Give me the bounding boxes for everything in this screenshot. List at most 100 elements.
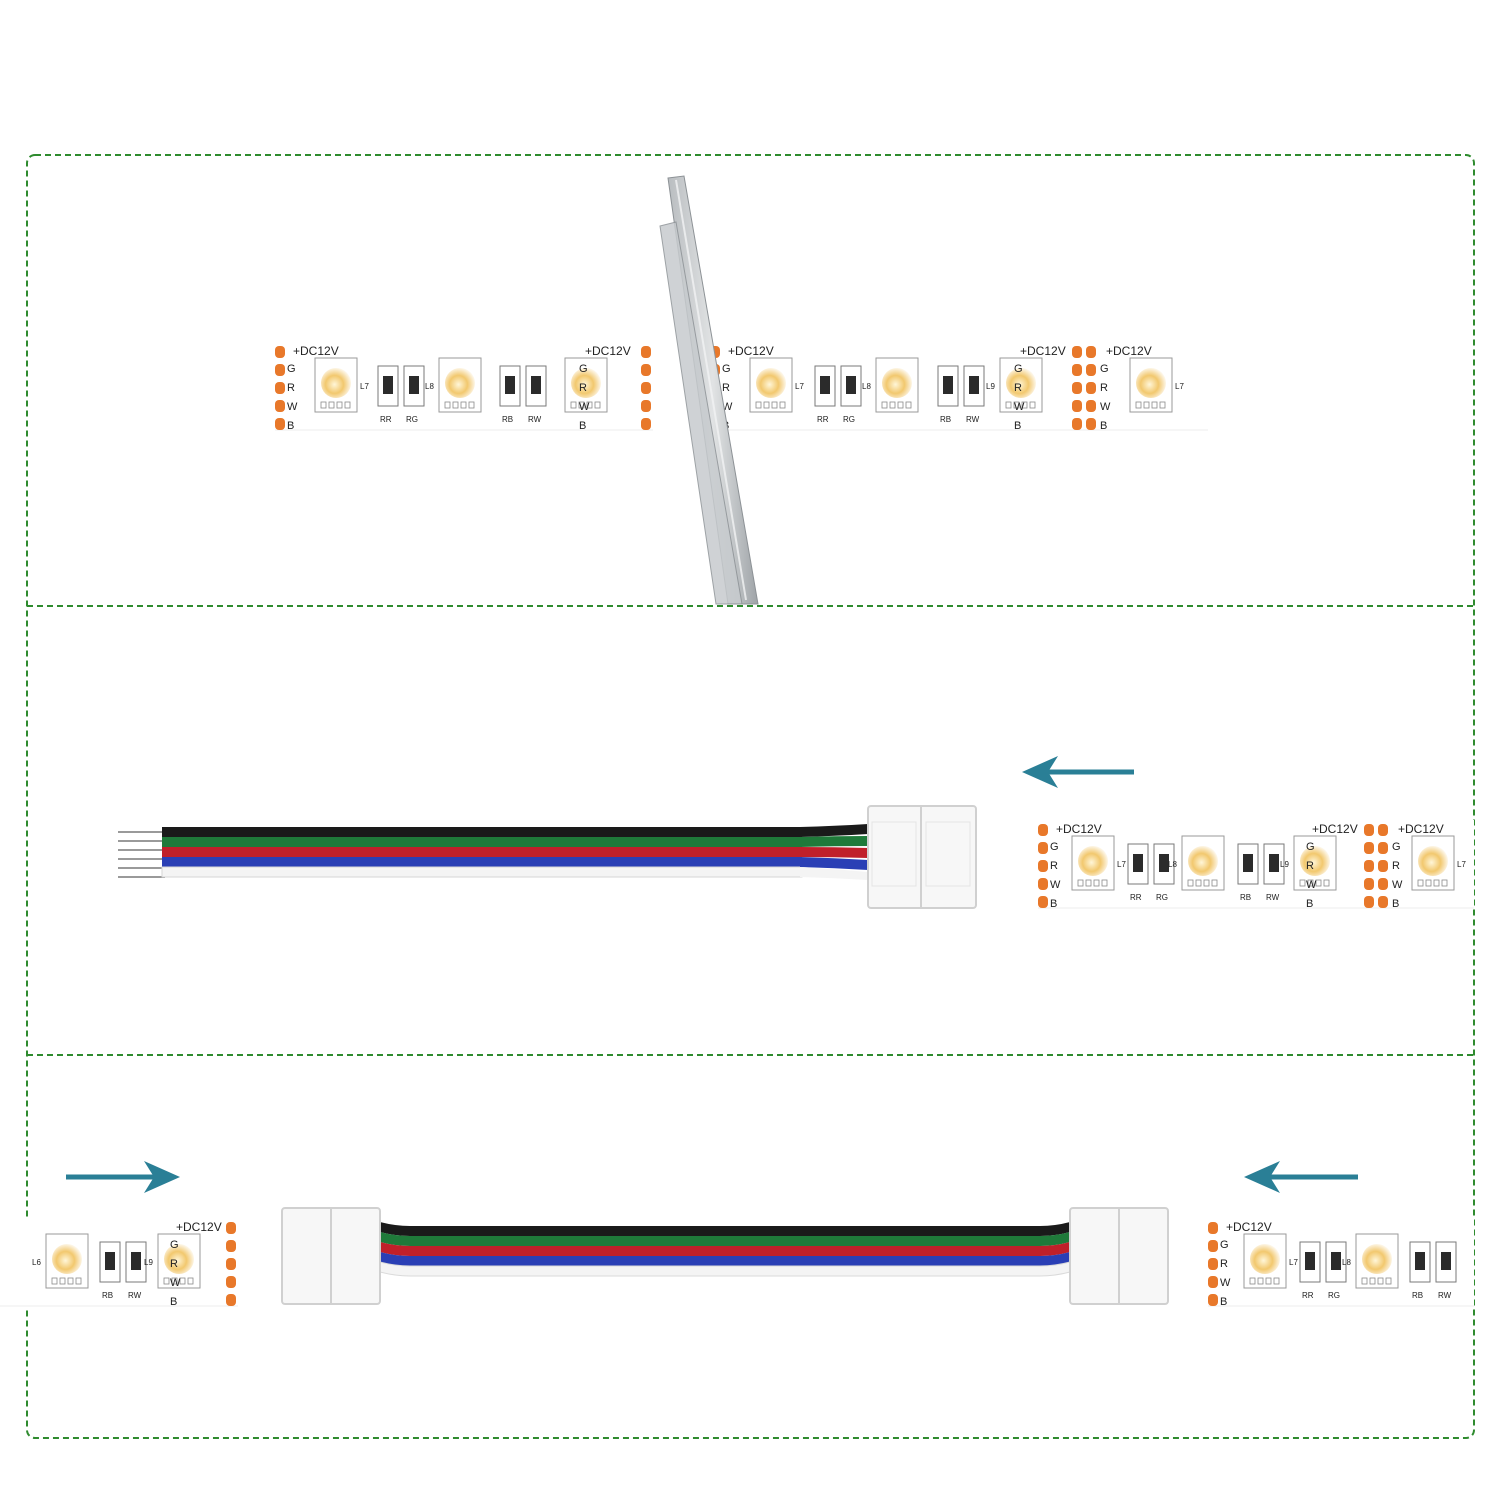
voltage-label: +DC12V: [176, 1220, 222, 1234]
led-pin: [1093, 879, 1100, 887]
pin-label-g: G: [1392, 841, 1401, 853]
resistor-label: RG: [406, 415, 418, 424]
resistor-outline: [403, 365, 425, 407]
solder-pad: [1364, 824, 1374, 836]
led-pin: [1101, 879, 1108, 887]
pin-label-r: R: [722, 382, 730, 394]
resistor-body: [1159, 854, 1169, 872]
led-pin: [1433, 879, 1440, 887]
resistor-outline: [814, 365, 836, 407]
led-pin: [889, 401, 896, 409]
led-lens: [1418, 846, 1448, 876]
led-lens: [756, 368, 786, 398]
pin-label-r: R: [1392, 860, 1400, 872]
resistor-label: RB: [1240, 893, 1251, 902]
pin-label-b: B: [579, 420, 586, 432]
resistor-outline: [1237, 843, 1259, 885]
solder-pad: [1378, 878, 1388, 890]
solder-pad: [226, 1258, 236, 1270]
solder-pad: [1208, 1240, 1218, 1252]
led-pin: [328, 401, 335, 409]
pin-label-w: W: [170, 1277, 181, 1289]
solder-pad: [1378, 842, 1388, 854]
led-ref-label: L8: [425, 382, 434, 391]
led-pin: [187, 1277, 194, 1285]
resistor-body: [1243, 854, 1253, 872]
led-pin: [320, 401, 327, 409]
pin-label-g: G: [722, 363, 731, 375]
led-pin: [1323, 879, 1330, 887]
pin-label-w: W: [722, 401, 733, 413]
led-pin: [171, 1277, 178, 1285]
led-lens: [571, 368, 601, 398]
solder-pad: [1208, 1276, 1218, 1288]
pin-label-r: R: [1306, 860, 1314, 872]
solder-pad: [1086, 346, 1096, 358]
led-ref-label: L7: [360, 382, 369, 391]
resistor-outline: [1153, 843, 1175, 885]
led-pin: [1377, 1277, 1384, 1285]
solder-pad: [1038, 878, 1048, 890]
resistor-label: RB: [1412, 1291, 1423, 1300]
pin-label-g: G: [1306, 841, 1315, 853]
resistor-body: [1331, 1252, 1341, 1270]
led-pin: [905, 401, 912, 409]
resistor-outline: [525, 365, 547, 407]
solder-pad: [1072, 346, 1082, 358]
led-ref-label: L9: [144, 1258, 153, 1267]
led-ref-label: L6: [32, 1258, 41, 1267]
pin-label-g: G: [287, 363, 296, 375]
led-pin: [578, 401, 585, 409]
led-pin: [1265, 1277, 1272, 1285]
led-pin: [771, 401, 778, 409]
strip-base: [710, 342, 1208, 430]
resistor-body: [383, 376, 393, 394]
solder-pad: [1072, 382, 1082, 394]
solder-pad: [275, 418, 285, 430]
solder-pad: [226, 1276, 236, 1288]
solder-pad: [1208, 1258, 1218, 1270]
led-pin: [1273, 1277, 1280, 1285]
pin-label-g: G: [170, 1239, 179, 1251]
pin-label-b: B: [287, 420, 294, 432]
resistor-body: [131, 1252, 141, 1270]
led-pin: [344, 401, 351, 409]
led-pin: [468, 401, 475, 409]
led-pin: [1417, 879, 1424, 887]
resistor-label: RR: [1302, 1291, 1314, 1300]
arrow-left-icon: [1244, 1161, 1358, 1193]
wire-bundle-single: [118, 824, 868, 880]
led-strip-right: +DC12VGRWBL7RRRGL8RBRWL9+DC12VGRWB+DC12V…: [710, 342, 1208, 432]
led-pin: [59, 1277, 66, 1285]
led-pin: [1085, 879, 1092, 887]
led-pin: [1021, 401, 1028, 409]
led-pin: [1361, 1277, 1368, 1285]
pin-label-w: W: [1220, 1277, 1231, 1289]
solder-pad: [1038, 860, 1048, 872]
led-pin: [163, 1277, 170, 1285]
solder-pad: [641, 400, 651, 412]
led-lens: [1136, 368, 1166, 398]
solder-pad: [1208, 1222, 1218, 1234]
led-pin: [1441, 879, 1448, 887]
solder-pad: [1072, 364, 1082, 376]
resistor-label: RW: [1438, 1291, 1452, 1300]
pin-label-g: G: [579, 363, 588, 375]
resistor-body: [969, 376, 979, 394]
resistor-body: [531, 376, 541, 394]
pin-label-g: G: [1014, 363, 1023, 375]
resistor-body: [505, 376, 515, 394]
clip-connector: [867, 805, 977, 909]
led-lens: [1300, 846, 1330, 876]
led-pin: [1369, 1277, 1376, 1285]
resistor-body: [1133, 854, 1143, 872]
solder-pad: [226, 1222, 236, 1234]
led-pin: [444, 401, 451, 409]
led-pin: [1385, 1277, 1392, 1285]
led-pin: [1143, 401, 1150, 409]
pin-label-g: G: [1050, 841, 1059, 853]
voltage-label: +DC12V: [1020, 344, 1066, 358]
solder-pad: [275, 346, 285, 358]
